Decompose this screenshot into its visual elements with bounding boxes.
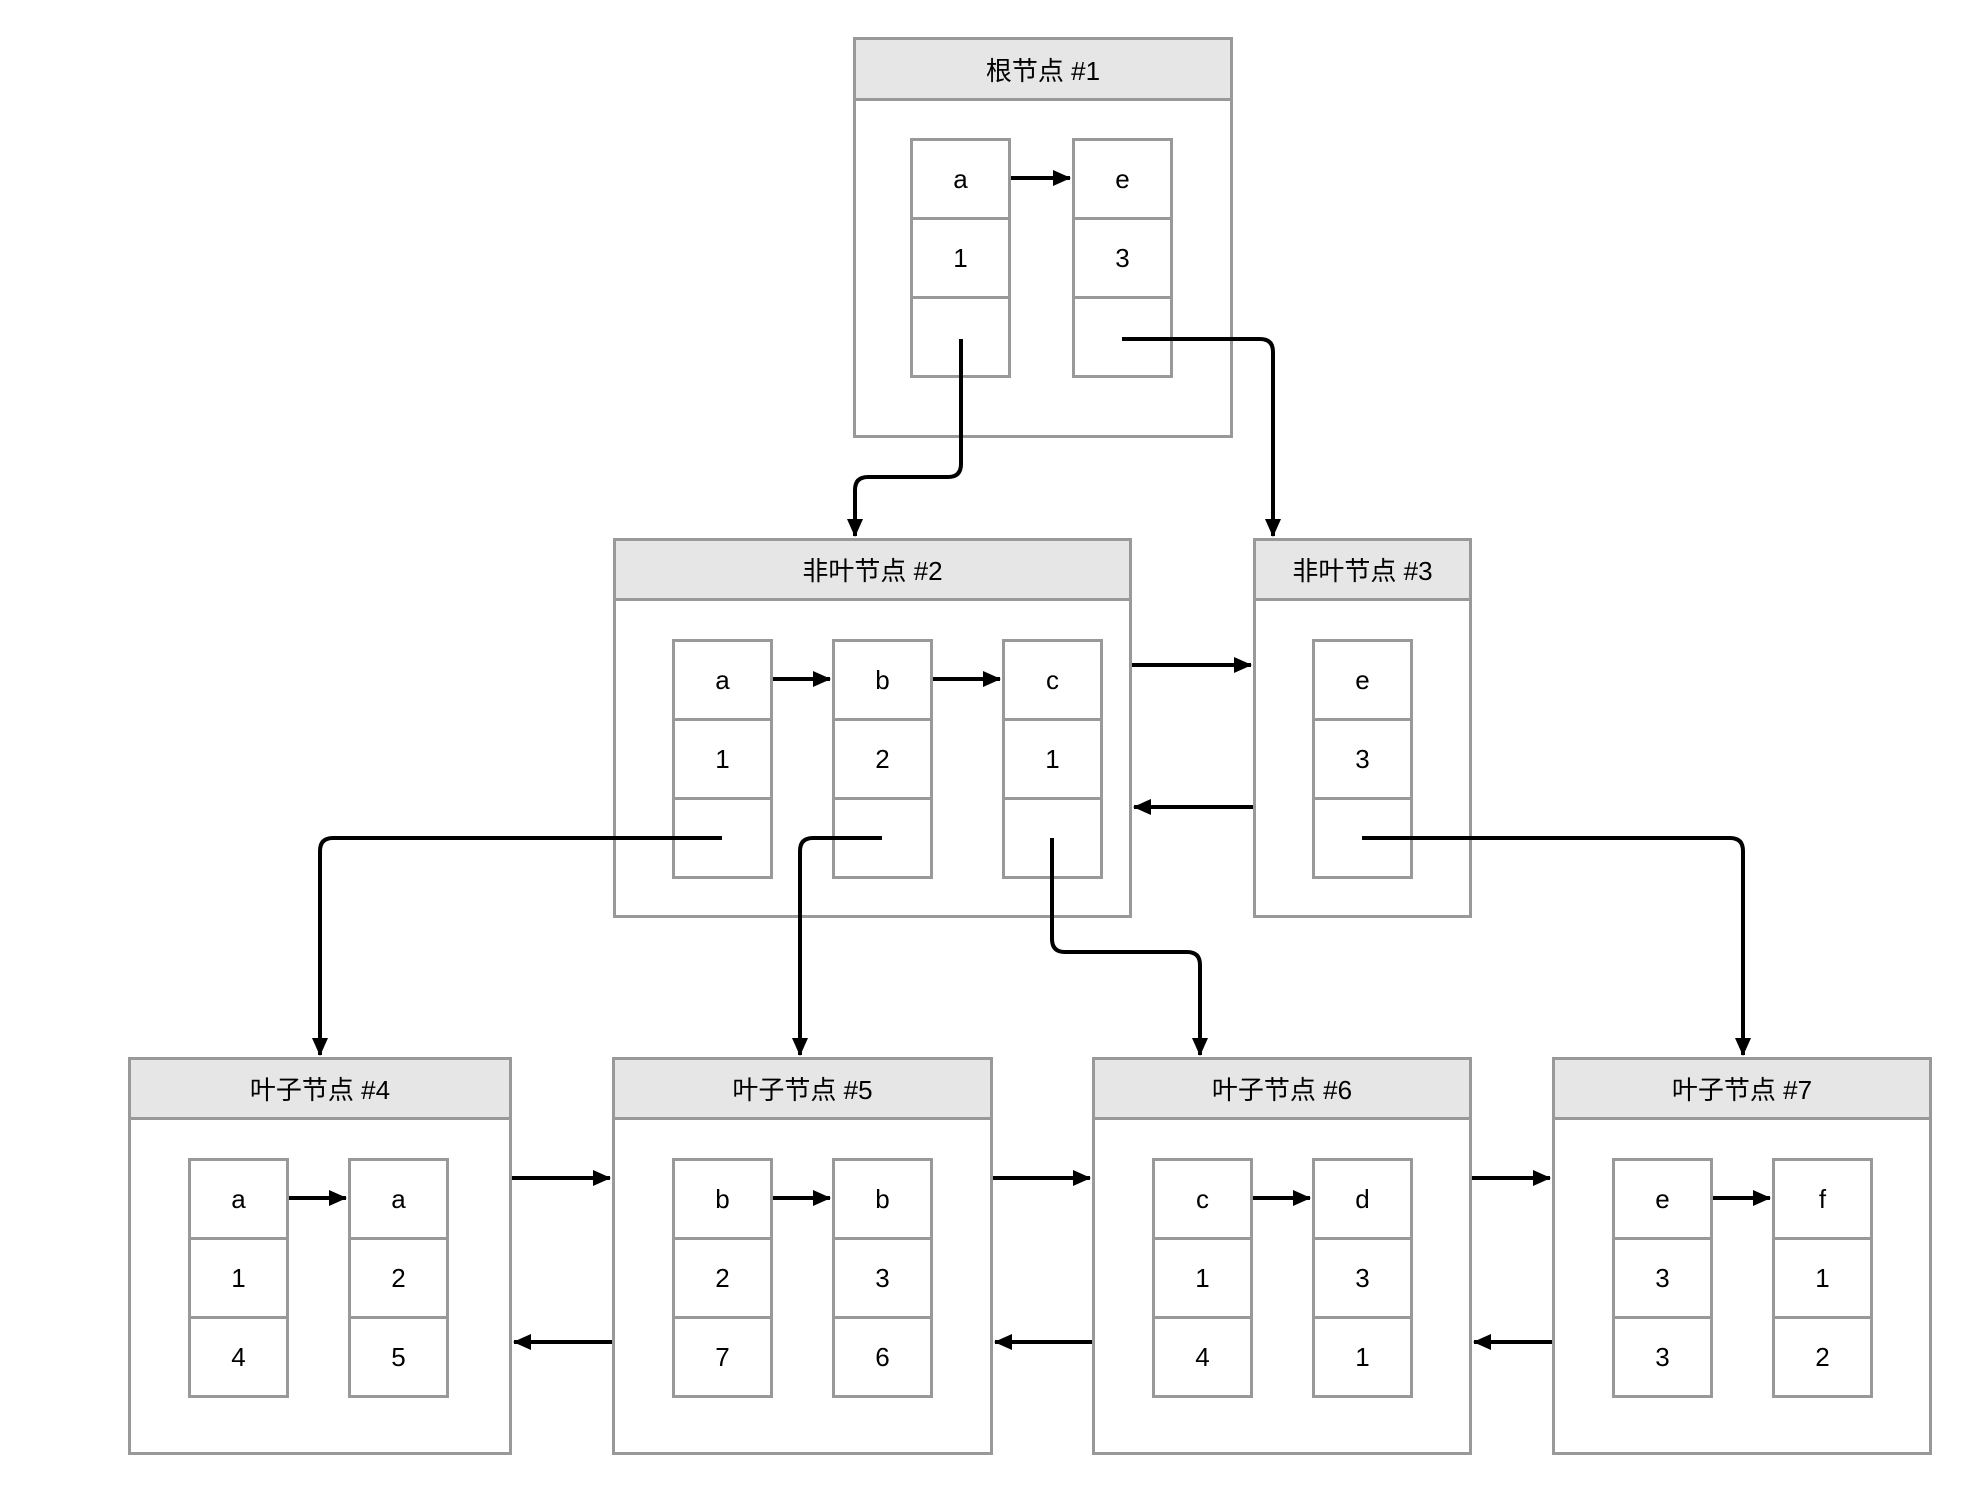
node-root-1: 根节点 #1 a 1 e 3 [853, 37, 1233, 438]
key-cell: a [715, 664, 730, 695]
pointer-cell: 7 [675, 1316, 770, 1395]
pointer-cell: 1 [1315, 1316, 1410, 1395]
value-cell: 1 [1775, 1237, 1870, 1316]
entry-column: d 3 1 [1312, 1158, 1413, 1398]
entry-column: f 1 2 [1772, 1158, 1873, 1398]
key-cell: a [231, 1183, 246, 1214]
node-leaf-7: 叶子节点 #7 e 3 3 f 1 2 [1552, 1057, 1932, 1455]
node-leaf-6-header: 叶子节点 #6 [1095, 1060, 1469, 1120]
entry-column: b 2 [832, 639, 933, 879]
key-cell: e [1655, 1183, 1670, 1214]
value-cell: 3 [1315, 1237, 1410, 1316]
node-root-1-header: 根节点 #1 [856, 40, 1230, 101]
node-internal-2-header: 非叶节点 #2 [616, 541, 1129, 601]
value-cell: 1 [1155, 1237, 1250, 1316]
node-leaf-4: 叶子节点 #4 a 1 4 a 2 5 [128, 1057, 512, 1455]
entry-column: a 1 4 [188, 1158, 289, 1398]
node-title: 叶子节点 #7 [1671, 1075, 1813, 1105]
entry-column: c 1 [1002, 639, 1103, 879]
key-cell: b [875, 1183, 890, 1214]
node-title: 非叶节点 #3 [1292, 556, 1433, 586]
node-leaf-5-header: 叶子节点 #5 [615, 1060, 990, 1120]
key-cell: c [1046, 664, 1059, 695]
pointer-cell: 4 [191, 1316, 286, 1395]
pointer-cell [675, 797, 770, 876]
value-cell: 1 [675, 718, 770, 797]
key-cell: e [1115, 163, 1130, 194]
key-cell: b [875, 664, 890, 695]
entry-column: c 1 4 [1152, 1158, 1253, 1398]
pointer-cell: 3 [1615, 1316, 1710, 1395]
key-cell: a [953, 163, 968, 194]
key-cell: c [1196, 1183, 1209, 1214]
value-cell: 3 [835, 1237, 930, 1316]
node-leaf-6: 叶子节点 #6 c 1 4 d 3 1 [1092, 1057, 1472, 1455]
entry-column: e 3 [1312, 639, 1413, 879]
value-cell: 3 [1615, 1237, 1710, 1316]
node-leaf-4-header: 叶子节点 #4 [131, 1060, 509, 1120]
node-leaf-7-header: 叶子节点 #7 [1555, 1060, 1929, 1120]
entry-column: a 1 [672, 639, 773, 879]
pointer-cell: 2 [1775, 1316, 1870, 1395]
value-cell: 2 [835, 718, 930, 797]
entry-column: e 3 3 [1612, 1158, 1713, 1398]
entry-column: a 2 5 [348, 1158, 449, 1398]
value-cell: 1 [191, 1237, 286, 1316]
node-title: 叶子节点 #6 [1211, 1075, 1353, 1105]
pointer-cell [1005, 797, 1100, 876]
node-internal-3-header: 非叶节点 #3 [1256, 541, 1469, 601]
pointer-cell: 5 [351, 1316, 446, 1395]
value-cell: 1 [913, 217, 1008, 296]
entry-column: b 3 6 [832, 1158, 933, 1398]
node-title: 叶子节点 #5 [732, 1075, 873, 1105]
pointer-cell: 6 [835, 1316, 930, 1395]
value-cell: 2 [675, 1237, 770, 1316]
node-internal-3: 非叶节点 #3 e 3 [1253, 538, 1472, 918]
entry-column: a 1 [910, 138, 1011, 378]
key-cell: b [715, 1183, 730, 1214]
node-title: 非叶节点 #2 [802, 556, 943, 586]
value-cell: 2 [351, 1237, 446, 1316]
value-cell: 3 [1075, 217, 1170, 296]
node-internal-2: 非叶节点 #2 a 1 b 2 c 1 [613, 538, 1132, 918]
key-cell: f [1818, 1183, 1827, 1214]
entry-column: b 2 7 [672, 1158, 773, 1398]
pointer-cell [913, 296, 1008, 375]
key-cell: e [1355, 664, 1370, 695]
value-cell: 1 [1005, 718, 1100, 797]
node-title: 根节点 #1 [985, 55, 1101, 86]
key-cell: d [1355, 1183, 1370, 1214]
pointer-cell [835, 797, 930, 876]
node-leaf-5: 叶子节点 #5 b 2 7 b 3 6 [612, 1057, 993, 1455]
value-cell: 3 [1315, 718, 1410, 797]
key-cell: a [391, 1183, 406, 1214]
node-title: 叶子节点 #4 [249, 1075, 391, 1105]
pointer-cell [1075, 296, 1170, 375]
pointer-cell [1315, 797, 1410, 876]
pointer-cell: 4 [1155, 1316, 1250, 1395]
entry-column: e 3 [1072, 138, 1173, 378]
